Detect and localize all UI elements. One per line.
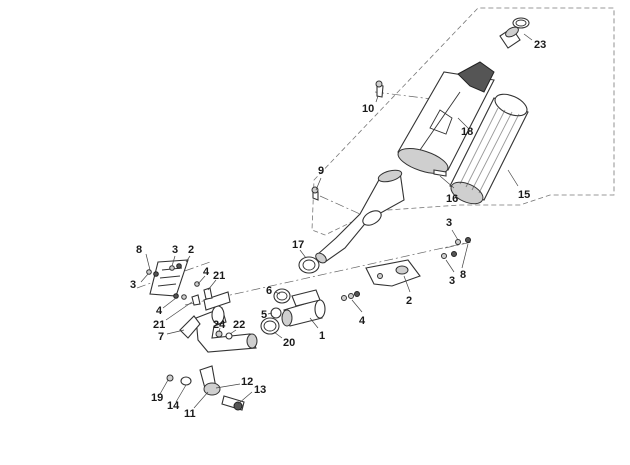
clamp-6 (273, 288, 291, 304)
callout-4-left: 4 (156, 305, 163, 317)
silencer-packing-15 (449, 93, 529, 205)
spring-22 (225, 332, 233, 340)
callout-9: 9 (318, 165, 324, 177)
fasteners-4-middle (341, 291, 360, 301)
callout-21-top: 21 (213, 270, 225, 282)
callout-13: 13 (254, 384, 266, 396)
mid-pipe-1 (281, 289, 326, 327)
callout-3-top-right: 3 (446, 217, 452, 229)
callout-15: 15 (518, 189, 530, 201)
silencer-link-pipe (315, 169, 405, 264)
callout-6: 6 (266, 285, 272, 297)
callout-18: 18 (461, 126, 473, 138)
callout-24: 24 (213, 319, 226, 331)
callout-2-left: 2 (188, 244, 194, 256)
callout-4-left-top: 4 (203, 266, 210, 278)
bolt-9 (311, 186, 319, 201)
silencer-assembly-group-outline (311, 7, 615, 236)
callout-4-middle: 4 (359, 315, 366, 327)
callout-2-right: 2 (406, 295, 412, 307)
heat-shield-2-left (149, 259, 189, 297)
callout-23: 23 (534, 39, 546, 51)
mounting-bracket-2-right (365, 259, 421, 287)
lower-mount (166, 365, 245, 411)
header-pipe-7 (179, 291, 258, 353)
clamp-ring-17 (298, 256, 320, 274)
callout-5: 5 (261, 309, 267, 321)
callout-10: 10 (362, 103, 374, 115)
callout-12: 12 (241, 376, 253, 388)
callout-19: 19 (151, 392, 163, 404)
callout-8-left: 8 (136, 244, 142, 256)
leader-lines (140, 33, 533, 409)
clamp-axis-line (319, 195, 361, 215)
bolt-10 (375, 80, 384, 98)
bolt-16 (433, 169, 447, 177)
fasteners-left (146, 263, 213, 306)
silencer-body-18 (397, 61, 495, 174)
callout-11: 11 (184, 408, 196, 420)
callout-3-right: 3 (449, 275, 455, 287)
callout-17: 17 (292, 239, 304, 251)
callout-20: 20 (283, 337, 295, 349)
callout-16: 16 (446, 193, 458, 205)
fastener-axis-line (444, 241, 473, 249)
callout-3-left-top: 3 (172, 244, 178, 256)
callout-8-right: 8 (460, 269, 466, 281)
callout-21-left: 21 (153, 319, 165, 331)
callout-numbers: 23 10 18 9 16 15 3 17 8 3 2 4 1 6 5 20 8… (130, 39, 546, 420)
end-cap-23 (499, 17, 530, 49)
assembly-axis-line (184, 241, 471, 306)
fasteners-3-8-right (441, 237, 471, 259)
callout-3-left: 3 (130, 279, 136, 291)
o-ring-5 (270, 307, 282, 319)
callout-22: 22 (233, 319, 245, 331)
gasket-ring-20 (260, 317, 280, 335)
callout-7: 7 (158, 331, 164, 343)
callout-1: 1 (319, 330, 325, 342)
callout-14: 14 (167, 400, 180, 412)
